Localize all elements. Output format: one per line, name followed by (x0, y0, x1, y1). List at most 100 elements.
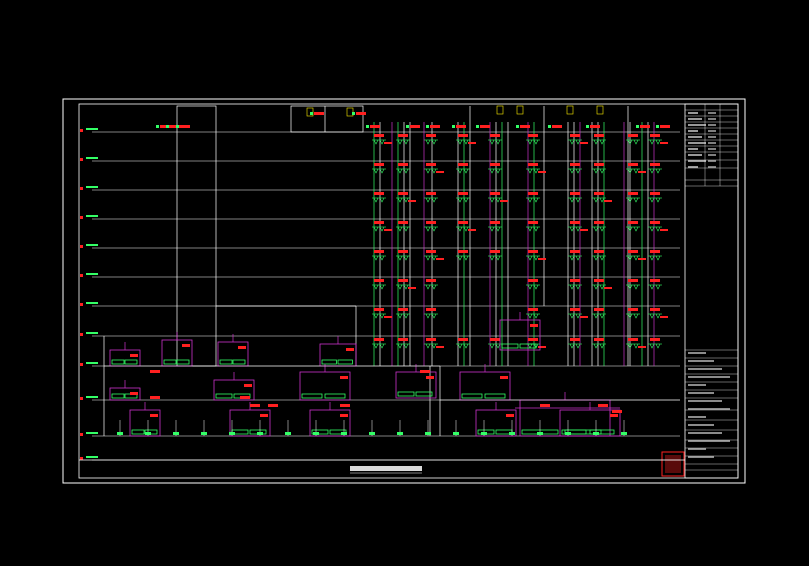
branch-label-mark (458, 250, 468, 253)
roof-label-mark (660, 125, 670, 128)
title-block-text-mark (688, 124, 706, 126)
fixture-trap (425, 343, 437, 349)
level-mark (86, 186, 98, 188)
fixture-trap (489, 197, 501, 203)
fixture-trap (373, 255, 385, 261)
branch-label-mark (580, 142, 588, 144)
roof-label-mark (160, 125, 170, 128)
branch-label-mark (374, 134, 384, 137)
fixture-trap (593, 284, 605, 290)
branch-label-mark (528, 250, 538, 253)
branch-label-mark (594, 250, 604, 253)
annotation-mark (420, 370, 430, 373)
branch-label-mark (500, 200, 508, 202)
fixture-trap (649, 168, 661, 174)
roof-label-mark (430, 125, 440, 128)
fixture-trap (397, 226, 409, 232)
fixture-trap (425, 255, 437, 261)
branch-label-mark (538, 171, 546, 173)
branch-label-mark (458, 338, 468, 341)
title-block-text-mark (688, 432, 722, 434)
level-mark (86, 432, 98, 434)
fixture-trap (569, 226, 581, 232)
annotation-mark (540, 404, 550, 407)
floor-drain (229, 432, 235, 435)
branch-label-mark (604, 200, 612, 202)
branch-label-mark (580, 229, 588, 231)
roof-label-mark (410, 125, 420, 128)
branch-label-mark (528, 308, 538, 311)
pump-label-mark (530, 324, 538, 327)
branch-label-mark (528, 221, 538, 224)
fixture-trap (593, 168, 605, 174)
pipe-branches (156, 112, 670, 349)
roof-label-mark (356, 112, 366, 115)
pump-unit (484, 393, 506, 399)
title-block-text-mark (708, 160, 716, 162)
fixture-trap (627, 343, 639, 349)
pump-label-mark (182, 344, 190, 347)
fixture-trap (397, 139, 409, 145)
branch-label-mark (436, 346, 444, 348)
pump-unit (311, 429, 329, 435)
branch-label-mark (650, 163, 660, 166)
branch-label-mark (528, 192, 538, 195)
level-marker (80, 457, 83, 460)
floor-drain (285, 432, 291, 435)
title-block-text-mark (688, 118, 702, 120)
pipe-risers (306, 105, 655, 366)
pump-unit (163, 359, 177, 365)
level-mark (86, 215, 98, 217)
branch-label-mark (650, 134, 660, 137)
fixture-trap (527, 168, 539, 174)
branch-label-mark (398, 192, 408, 195)
branch-label-mark (468, 142, 476, 144)
branch-label-mark (594, 134, 604, 137)
roof-fitting (636, 125, 639, 128)
branch-label-mark (628, 134, 638, 137)
pump-label-mark (610, 414, 618, 417)
floor-drain (369, 432, 375, 435)
fixture-trap (527, 226, 539, 232)
branch-label-mark (570, 250, 580, 253)
fixture-trap (373, 197, 385, 203)
level-mark (86, 157, 98, 159)
fixture-trap (649, 139, 661, 145)
fixture-trap (489, 168, 501, 174)
fixture-trap (489, 226, 501, 232)
fixture-trap (569, 284, 581, 290)
title-block-text-mark (688, 392, 714, 394)
level-mark (86, 273, 98, 275)
title-block-text-mark (688, 160, 706, 162)
floor-drain (117, 432, 123, 435)
fixture-trap (593, 197, 605, 203)
level-mark (86, 302, 98, 304)
vent-cap (496, 105, 504, 115)
title-block-text-mark (688, 440, 730, 442)
title-block-text-mark (708, 118, 716, 120)
roof-fitting (366, 125, 369, 128)
pump-unit (461, 393, 483, 399)
branch-label-mark (594, 221, 604, 224)
level-marker (80, 158, 83, 161)
branch-label-mark (638, 171, 646, 173)
fixture-trap (627, 168, 639, 174)
branch-label-mark (490, 250, 500, 253)
pump-unit (321, 359, 337, 365)
title-block-text-mark (688, 376, 730, 378)
roof-fitting (176, 125, 179, 128)
branch-label-mark (650, 338, 660, 341)
title-block-text-mark (688, 154, 702, 156)
branch-label-mark (638, 258, 646, 260)
roof-label-mark (590, 125, 600, 128)
fixture-trap (373, 313, 385, 319)
fixture-trap (527, 139, 539, 145)
fixture-trap (373, 343, 385, 349)
branch-label-mark (458, 192, 468, 195)
branch-label-mark (398, 163, 408, 166)
pump-unit (301, 393, 323, 399)
fixture-trap (397, 313, 409, 319)
title-block-text-mark (688, 384, 706, 386)
floor-drain (509, 432, 515, 435)
branch-label-mark (374, 338, 384, 341)
